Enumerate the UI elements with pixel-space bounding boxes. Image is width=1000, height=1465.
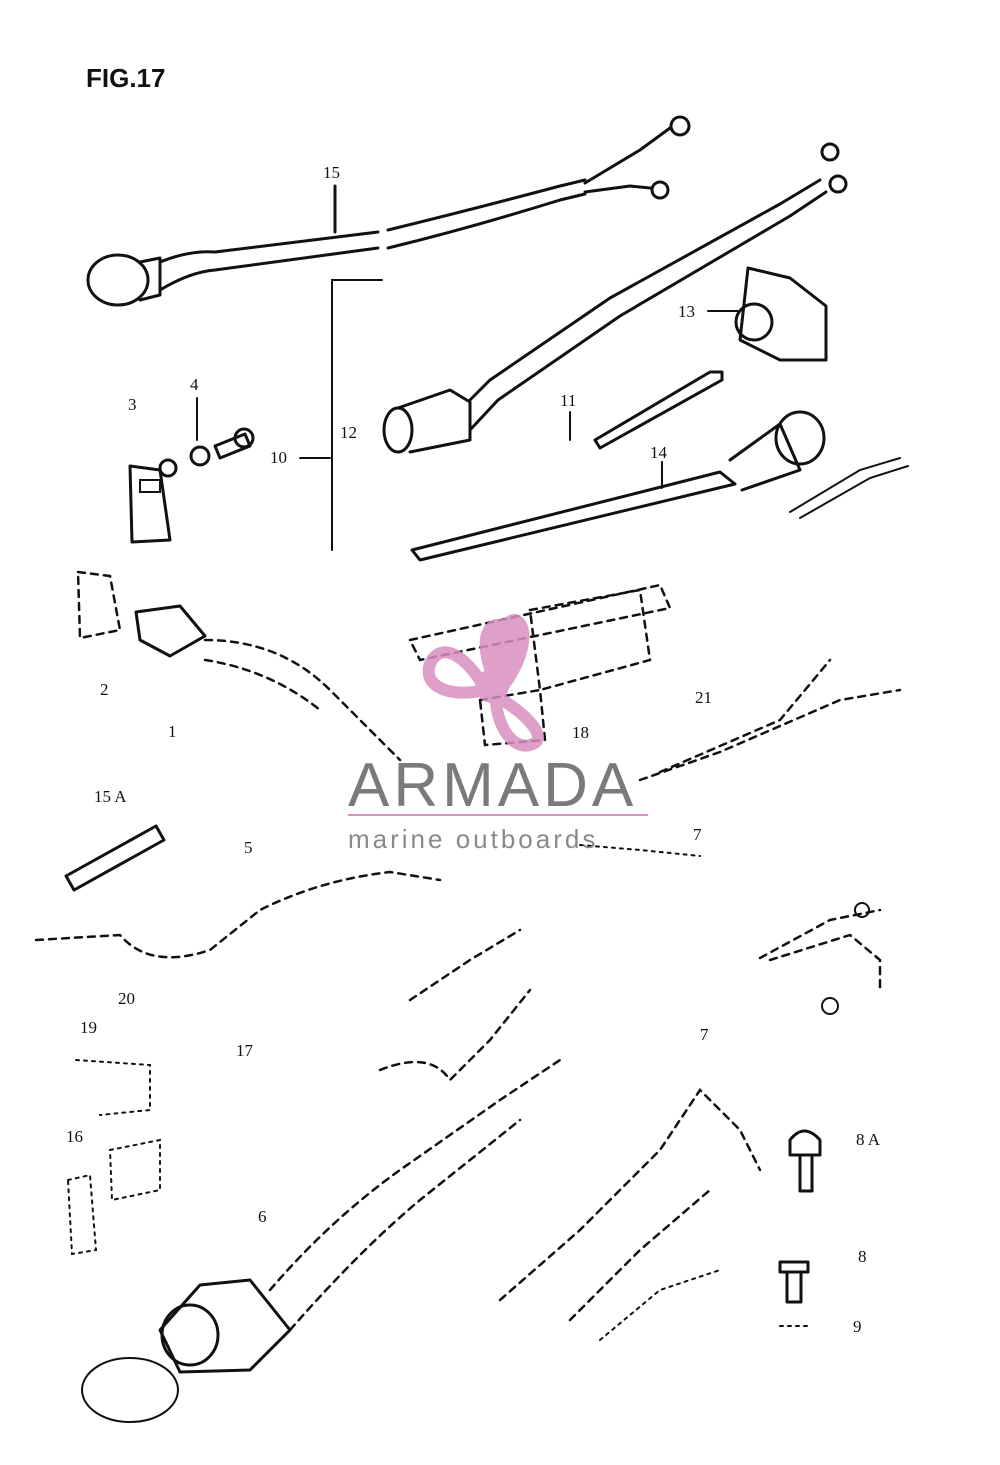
part-15a-tube [64, 824, 166, 892]
part-15-cable [86, 115, 691, 307]
part-14-sensor [410, 410, 909, 562]
callout-4: 4 [190, 375, 199, 394]
watermark-brand: ARMADA [348, 751, 637, 820]
callout-19: 19 [80, 1018, 97, 1037]
callout-10: 10 [270, 448, 287, 467]
callout-13: 13 [678, 302, 695, 321]
part-12-connector [382, 142, 848, 454]
part-6-harness [81, 928, 562, 1423]
watermark-tagline: marine outboards [348, 824, 598, 854]
part-11-tie [593, 370, 724, 450]
callout-11: 11 [560, 391, 576, 410]
callout-21: 21 [695, 688, 712, 707]
part-5-cable [34, 870, 442, 959]
part-8-bolt [778, 1260, 810, 1304]
callout-7-lower: 7 [700, 1025, 709, 1044]
callout-16: 16 [66, 1127, 83, 1146]
part-3-bracket [128, 464, 172, 544]
callout-18: 18 [572, 723, 589, 742]
callout-15: 15 [323, 163, 340, 182]
part-8a-bolt [788, 1129, 822, 1193]
callout-15a: 15 A [94, 787, 127, 806]
part-13-mount [734, 266, 828, 362]
callout-6: 6 [258, 1207, 267, 1226]
part-7-terminals [579, 844, 882, 1015]
part-18-coil [408, 583, 672, 747]
callout-1: 1 [168, 722, 177, 741]
watermark-propeller-icon [422, 613, 544, 752]
callout-12: 12 [340, 423, 357, 442]
callout-9: 9 [853, 1317, 862, 1336]
part-21-lead [638, 658, 902, 782]
part-7-lower-harness [498, 1088, 762, 1341]
callout-2: 2 [100, 680, 109, 699]
callout-14: 14 [650, 443, 668, 462]
part-19-20-small-parts [66, 1059, 161, 1256]
callout-8: 8 [858, 1247, 867, 1266]
callout-20: 20 [118, 989, 135, 1008]
figure-title: FIG.17 [86, 63, 165, 93]
callout-17: 17 [236, 1041, 254, 1060]
callout-7-upper: 7 [693, 825, 702, 844]
callout-5: 5 [244, 838, 253, 857]
part-1-switch [76, 570, 402, 762]
bracket-10 [331, 279, 383, 551]
callout-8a: 8 A [856, 1130, 881, 1149]
part-4-washer-bolt [158, 427, 255, 478]
callout-3: 3 [128, 395, 137, 414]
